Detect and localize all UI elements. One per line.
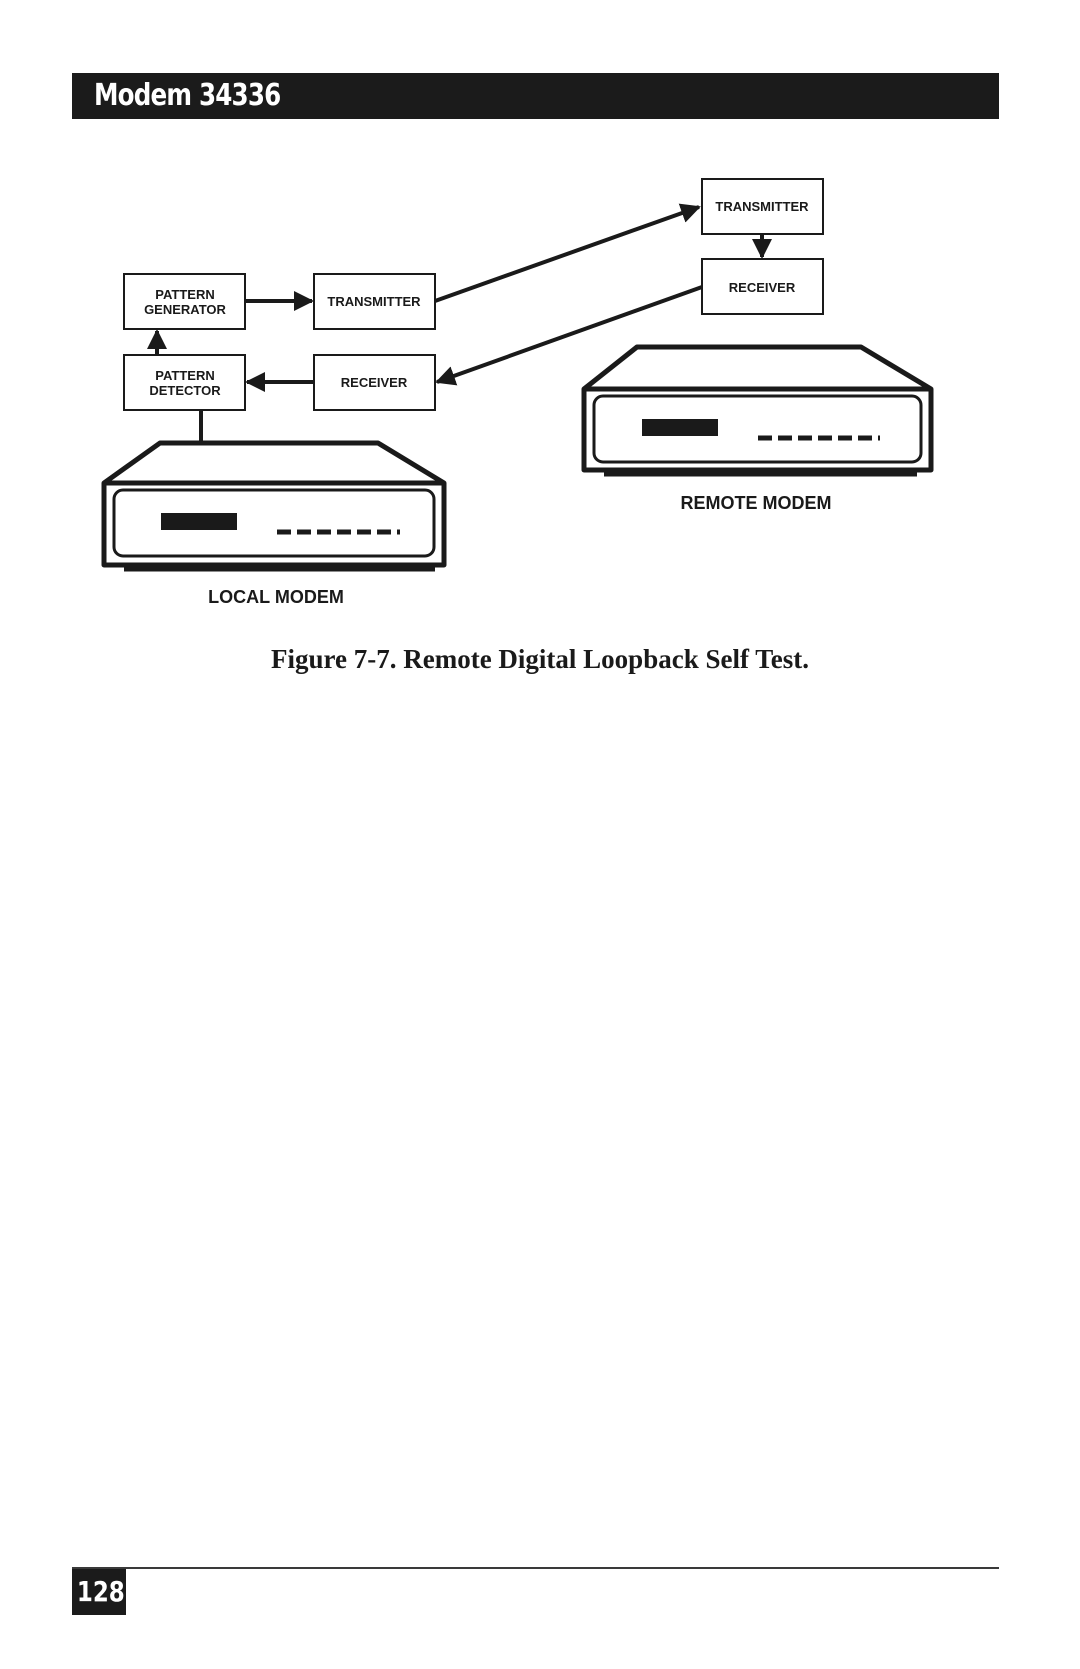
remote-transmitter-box: TRANSMITTER xyxy=(701,178,824,235)
loopback-diagram: PATTERN GENERATOR TRANSMITTER PATTERN DE… xyxy=(101,178,934,607)
footer-rule xyxy=(72,1567,999,1569)
figure-caption: Figure 7-7. Remote Digital Loopback Self… xyxy=(271,644,809,674)
running-header: Modem 34336 xyxy=(72,73,999,119)
pattern-generator-label-line2: GENERATOR xyxy=(144,302,226,317)
remote-modem-label: REMOTE MODEM xyxy=(681,493,832,513)
pattern-generator-label-line1: PATTERN xyxy=(155,287,214,302)
pattern-generator-box: PATTERN GENERATOR xyxy=(123,273,246,330)
arrow-remote-receiver-to-local-receiver xyxy=(435,285,703,386)
pattern-detector-label-line2: DETECTOR xyxy=(149,383,221,398)
header-title: Modem 34336 xyxy=(94,78,281,113)
remote-receiver-label: RECEIVER xyxy=(729,280,796,295)
page-number-box: 128 xyxy=(72,1569,126,1615)
page-number: 128 xyxy=(76,1575,125,1608)
remote-transmitter-label: TRANSMITTER xyxy=(715,199,809,214)
local-receiver-label: RECEIVER xyxy=(341,375,408,390)
local-modem-display xyxy=(161,513,237,530)
remote-receiver-box: RECEIVER xyxy=(701,258,824,315)
pattern-detector-box: PATTERN DETECTOR xyxy=(123,354,246,411)
local-modem-icon xyxy=(101,440,447,572)
pattern-detector-label-line1: PATTERN xyxy=(155,368,214,383)
local-modem-label: LOCAL MODEM xyxy=(208,587,344,607)
local-transmitter-box: TRANSMITTER xyxy=(313,273,436,330)
local-receiver-box: RECEIVER xyxy=(313,354,436,411)
arrow-local-transmitter-to-remote-transmitter xyxy=(434,203,701,303)
remote-modem-icon xyxy=(581,344,934,477)
remote-modem-display xyxy=(642,419,718,436)
local-transmitter-label: TRANSMITTER xyxy=(327,294,421,309)
